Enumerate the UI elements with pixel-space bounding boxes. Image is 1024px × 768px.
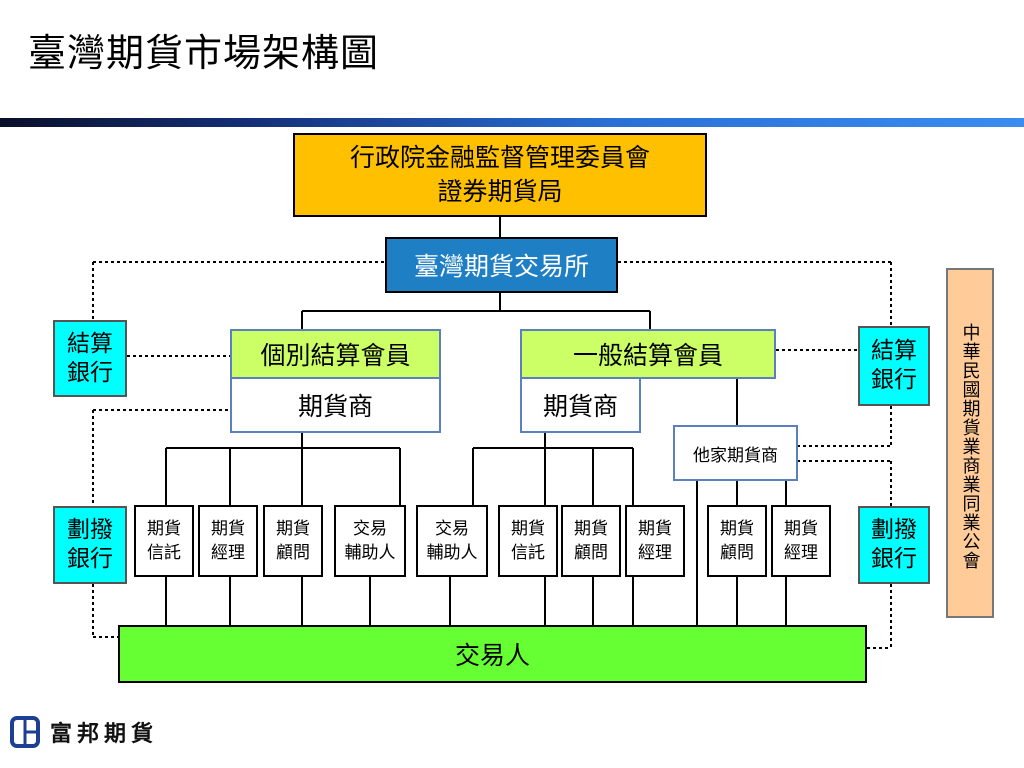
regulator-bureau: 證券期貨局 xyxy=(437,177,563,206)
title-divider xyxy=(0,118,1024,127)
sub-label-1: 期貨 xyxy=(511,519,545,539)
futures-association-box: 中華民國期貨業商業同業公會 xyxy=(946,268,994,618)
sub-label-1: 期貨 xyxy=(720,519,754,539)
right-sub-introducing-broker: 交易 輔助人 xyxy=(416,505,488,577)
sub-label-2: 顧問 xyxy=(574,543,608,563)
sub-label-2: 經理 xyxy=(784,543,818,563)
sub-label-1: 期貨 xyxy=(147,519,181,539)
other-sub-futures-manager: 期貨 經理 xyxy=(771,505,831,577)
logo-text: 富邦期貨 xyxy=(50,722,159,747)
bank-label-1: 結算 xyxy=(67,330,113,357)
sub-label-1: 期貨 xyxy=(276,519,310,539)
sub-label-2: 經理 xyxy=(211,543,245,563)
left-sub-futures-manager: 期貨 經理 xyxy=(198,505,258,577)
regulator-box: 行政院金融監督管理委員會 證券期貨局 xyxy=(293,133,707,217)
bank-label-1: 結算 xyxy=(871,338,917,364)
fubon-logo-icon xyxy=(10,716,40,748)
left-sub-futures-advisor: 期貨 顧問 xyxy=(263,505,323,577)
other-sub-futures-advisor: 期貨 顧問 xyxy=(707,505,767,577)
left-sub-futures-trust: 期貨 信託 xyxy=(134,505,194,577)
sub-label-1: 期貨 xyxy=(574,519,608,539)
exchange-box: 臺灣期貨交易所 xyxy=(385,237,618,293)
regulator-name: 行政院金融監督管理委員會 xyxy=(349,143,650,172)
general-clearing-member: 一般結算會員 xyxy=(520,329,776,379)
sub-label-2: 信託 xyxy=(511,543,545,563)
sub-label-1: 期貨 xyxy=(784,519,818,539)
right-transfer-bank: 劃撥 銀行 xyxy=(858,506,930,584)
left-sub-introducing-broker: 交易 輔助人 xyxy=(334,505,406,577)
left-settlement-bank: 結算 銀行 xyxy=(53,320,127,397)
sub-label-2: 輔助人 xyxy=(426,543,478,563)
bank-label-2: 銀行 xyxy=(67,359,113,386)
left-transfer-bank: 劃撥 銀行 xyxy=(53,506,127,584)
bank-label-2: 銀行 xyxy=(67,546,113,572)
left-fcm-box: 期貨商 xyxy=(230,377,441,433)
company-logo: 富邦期貨 xyxy=(10,716,158,748)
sub-label-2: 輔助人 xyxy=(344,543,396,563)
page-title: 臺灣期貨市場架構圖 xyxy=(28,31,380,75)
sub-label-2: 信託 xyxy=(147,543,181,563)
other-fcm-box: 他家期貨商 xyxy=(673,425,798,481)
sub-label-1: 期貨 xyxy=(638,519,672,539)
sub-label-2: 顧問 xyxy=(720,543,754,563)
right-sub-futures-trust: 期貨 信託 xyxy=(498,505,558,577)
right-sub-futures-manager: 期貨 經理 xyxy=(625,505,685,577)
right-fcm-box: 期貨商 xyxy=(520,377,641,433)
bank-label-1: 劃撥 xyxy=(871,517,917,543)
bank-label-2: 銀行 xyxy=(871,546,917,572)
right-sub-futures-advisor: 期貨 顧問 xyxy=(561,505,621,577)
bank-label-1: 劃撥 xyxy=(67,517,113,543)
sub-label-1: 交易 xyxy=(435,519,469,539)
investor-box: 交易人 xyxy=(118,625,867,683)
sub-label-1: 交易 xyxy=(353,519,387,539)
bank-label-2: 銀行 xyxy=(871,367,917,393)
sub-label-1: 期貨 xyxy=(211,519,245,539)
right-settlement-bank: 結算 銀行 xyxy=(858,326,930,406)
sub-label-2: 經理 xyxy=(638,543,672,563)
sub-label-2: 顧問 xyxy=(276,543,310,563)
individual-clearing-member: 個別結算會員 xyxy=(230,329,441,379)
